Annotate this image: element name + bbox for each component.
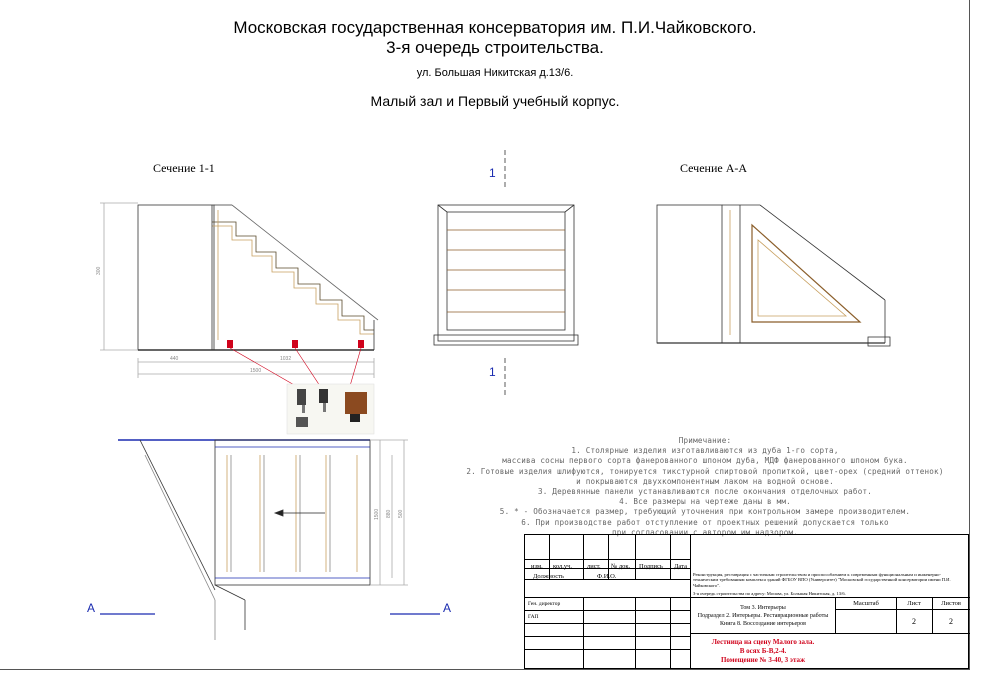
tb-col-kol: кол.уч.	[553, 563, 573, 570]
front-view-drawing	[433, 150, 579, 395]
tb-drawing-title-1: Лестница на сцену Малого зала.	[711, 638, 815, 646]
tb-drawing-title-2: В осях Б-В,2-4.	[739, 647, 787, 655]
notes-line: 6. При производстве работ отступление от…	[521, 517, 889, 527]
tb-role-director: Ген. директор	[528, 601, 561, 607]
hardware-detail	[286, 383, 375, 435]
tb-position: Должность	[533, 573, 564, 580]
section-1-1-drawing	[100, 202, 379, 387]
section-a-a-drawing	[656, 204, 891, 347]
tb-col-doc: № док.	[611, 563, 631, 570]
tb-project-desc: Реконструкция, реставрация с частичным с…	[693, 572, 951, 588]
tb-project-desc-2: 3-я очередь строительства по адресу: Мос…	[693, 591, 846, 596]
header-building: Малый зал и Первый учебный корпус.	[370, 93, 620, 109]
tb-role-gap: ГАП	[528, 614, 539, 620]
title-block: изм. кол.уч. лист. № док. Подпись Дата Д…	[524, 534, 970, 669]
tb-sheets-value: 2	[949, 617, 953, 626]
notes-line: массива сосны первого сорта фанерованног…	[502, 456, 908, 466]
tb-sheets-label: Листов	[941, 600, 961, 607]
section-1-1-label: Сечение 1-1	[153, 161, 215, 175]
tb-col-list: лист.	[587, 563, 601, 570]
dim-plan-v2: 880	[386, 509, 392, 518]
tb-drawing-title-3: Помещение № 3-40, 3 этаж	[720, 656, 806, 664]
notes-heading: Примечание:	[678, 436, 732, 445]
dim-plan-v1: 1500	[374, 509, 380, 520]
tb-volume: Том 3. Интерьеры	[740, 605, 786, 611]
cut-mark-a-left: А	[87, 601, 96, 615]
tb-book: Книга 8. Воссоздание интерьеров	[719, 621, 807, 627]
header-line-2: 3-я очередь строительства.	[386, 38, 604, 57]
tb-col-sign: Подпись	[639, 563, 663, 570]
cut-mark-1-top: 1	[489, 166, 496, 180]
dim-bottom-left: 440	[170, 356, 179, 362]
notes-line: 4. Все размеры на чертеже даны в мм.	[619, 497, 791, 507]
header-address: ул. Большая Никитская д.13/6.	[416, 67, 574, 79]
tb-sheet-value: 2	[912, 617, 916, 626]
tb-subsection: Подраздел 2. Интерьеры. Реставрационные …	[697, 613, 829, 619]
dim-bottom-mid: 1032	[280, 356, 291, 362]
sheet-border	[0, 0, 970, 670]
header-line-1: Московская государственная консерватория…	[233, 18, 757, 37]
dim-bottom-total: 1500	[250, 368, 261, 374]
cut-mark-1-bottom: 1	[489, 365, 496, 379]
dim-left-height: 300	[96, 266, 102, 275]
tb-name: Ф.И.О.	[597, 573, 617, 580]
tb-col-izm: изм.	[531, 563, 543, 570]
notes-line: и покрываются двухкомпонентным лаком на …	[576, 476, 834, 486]
tb-sheet-label: Лист	[907, 600, 921, 607]
notes-line: при согласовании с автором им надзором.	[611, 527, 799, 537]
tb-col-date: Дата	[674, 563, 687, 570]
notes-block: Примечание: 1. Столярные изделия изготав…	[440, 436, 970, 538]
tb-scale-label: Масштаб	[853, 600, 879, 607]
plan-view-drawing	[100, 439, 440, 640]
cut-mark-a-right: А	[443, 601, 452, 615]
notes-line: 3. Деревянные панели устанавливаются пос…	[537, 487, 873, 497]
notes-line: 2. Готовые изделия шлифуются, тонируется…	[466, 466, 944, 476]
notes-line: 1. Столярные изделия изготавливаются из …	[571, 446, 839, 456]
notes-line: 5. * - Обозначается размер, требующий ут…	[499, 507, 911, 517]
section-a-a-label: Сечение А-А	[680, 161, 748, 175]
dim-plan-v3: 500	[398, 509, 404, 518]
